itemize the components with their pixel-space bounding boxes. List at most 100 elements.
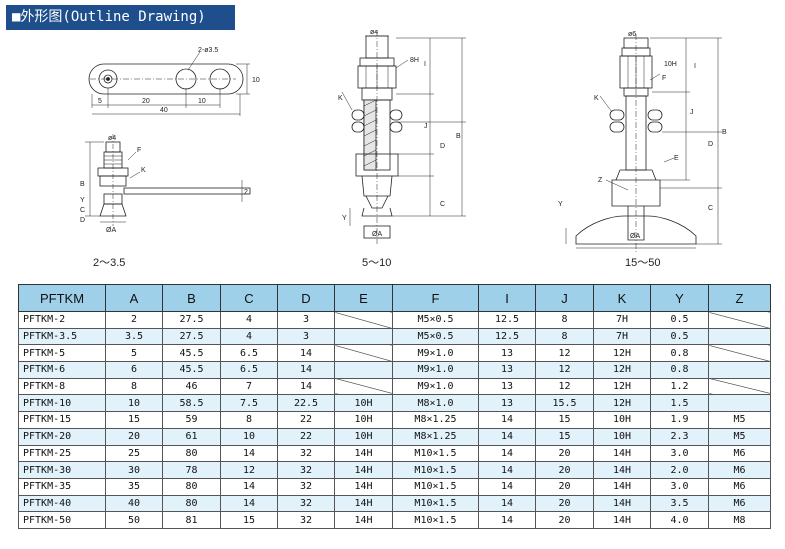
table-cell xyxy=(334,361,393,379)
table-cell: 14H xyxy=(593,494,651,513)
table-cell: 0.8 xyxy=(650,344,709,363)
table-cell: 22 xyxy=(277,427,335,446)
column-header: Y xyxy=(650,284,709,312)
table-cell: M10×1.5 xyxy=(392,477,479,496)
table-cell: 0.5 xyxy=(650,311,709,329)
table-cell: M10×1.5 xyxy=(392,444,479,463)
right-view xyxy=(565,34,722,252)
table-cell xyxy=(334,344,393,363)
section-title: ■外形图(Outline Drawing) xyxy=(6,5,235,30)
table-cell: 3.5 xyxy=(650,494,709,513)
dim-label: F xyxy=(662,75,666,82)
table-cell: M6 xyxy=(708,477,771,496)
table-cell: 14 xyxy=(220,444,278,463)
table-cell: 10H xyxy=(593,411,651,429)
table-cell: 12 xyxy=(535,361,594,379)
table-cell: 14 xyxy=(277,361,335,379)
dim-label: ØA xyxy=(106,227,116,234)
table-cell: 13 xyxy=(478,377,536,396)
model-cell: PFTKM-2 xyxy=(18,311,106,329)
table-cell: 12H xyxy=(593,344,651,363)
dim-label: ø6 xyxy=(628,31,636,38)
table-cell: 45.5 xyxy=(162,361,221,379)
dim-label: ØA xyxy=(630,233,640,240)
dim-label: B xyxy=(80,181,85,188)
table-cell: M9×1.0 xyxy=(392,344,479,363)
table-cell: 7H xyxy=(593,311,651,329)
dim-label: Z xyxy=(598,177,603,184)
table-cell: 14H xyxy=(334,461,393,479)
table-cell: 10H xyxy=(334,411,393,429)
model-cell: PFTKM-20 xyxy=(18,427,106,446)
table-cell: M5 xyxy=(708,427,771,446)
table-cell: 20 xyxy=(535,461,594,479)
model-cell: PFTKM-6 xyxy=(18,361,106,379)
table-cell: 27.5 xyxy=(162,311,221,329)
model-cell: PFTKM-15 xyxy=(18,411,106,429)
table-cell xyxy=(708,344,771,363)
table-cell: 3.5 xyxy=(105,327,163,346)
table-cell: 1.9 xyxy=(650,411,709,429)
dim-label: C xyxy=(80,207,85,214)
column-header: PFTKM xyxy=(18,284,106,312)
dim-label: 2 xyxy=(244,189,248,196)
table-cell: 10 xyxy=(105,394,163,413)
table-cell: 45.5 xyxy=(162,344,221,363)
table-cell: 81 xyxy=(162,511,221,529)
table-cell: M5×0.5 xyxy=(392,311,479,329)
model-cell: PFTKM-40 xyxy=(18,494,106,513)
table-cell: 14 xyxy=(478,444,536,463)
dim-label: J xyxy=(690,109,694,116)
column-header: J xyxy=(535,284,594,312)
dim-label: 8H xyxy=(410,57,419,64)
table-cell xyxy=(334,311,393,329)
column-header: Z xyxy=(708,284,771,312)
table-cell: M6 xyxy=(708,494,771,513)
table-cell: 15 xyxy=(535,411,594,429)
table-cell: 7 xyxy=(220,377,278,396)
table-cell: 32 xyxy=(277,444,335,463)
table-cell: 14 xyxy=(478,511,536,529)
table-cell: 4 xyxy=(220,311,278,329)
table-cell: M8 xyxy=(708,511,771,529)
middle-view xyxy=(341,30,466,244)
table-cell: 12.5 xyxy=(478,327,536,346)
table-cell xyxy=(708,327,771,346)
table-cell: 14H xyxy=(593,444,651,463)
dim-label: K xyxy=(338,95,343,102)
table-cell: 12.5 xyxy=(478,311,536,329)
model-cell: PFTKM-8 xyxy=(18,377,106,396)
column-header: K xyxy=(593,284,651,312)
table-cell: 15 xyxy=(220,511,278,529)
table-cell: 14 xyxy=(478,494,536,513)
dim-label: 10 xyxy=(252,77,260,84)
column-header: D xyxy=(277,284,335,312)
table-cell: 32 xyxy=(277,494,335,513)
table-cell: 12H xyxy=(593,394,651,413)
table-cell: 12H xyxy=(593,377,651,396)
table-cell xyxy=(708,361,771,379)
table-cell: 8 xyxy=(535,327,594,346)
table-cell: 13 xyxy=(478,394,536,413)
dim-label: D xyxy=(708,141,713,148)
table-cell: 14H xyxy=(334,494,393,513)
table-cell: 15 xyxy=(535,427,594,446)
table-cell: 20 xyxy=(535,511,594,529)
table-cell: 10H xyxy=(334,394,393,413)
table-cell: 3 xyxy=(277,327,335,346)
dim-label: E xyxy=(674,155,679,162)
dim-label: B xyxy=(456,133,461,140)
dim-label: F xyxy=(137,147,141,154)
table-cell: 80 xyxy=(162,477,221,496)
table-cell: 2.0 xyxy=(650,461,709,479)
